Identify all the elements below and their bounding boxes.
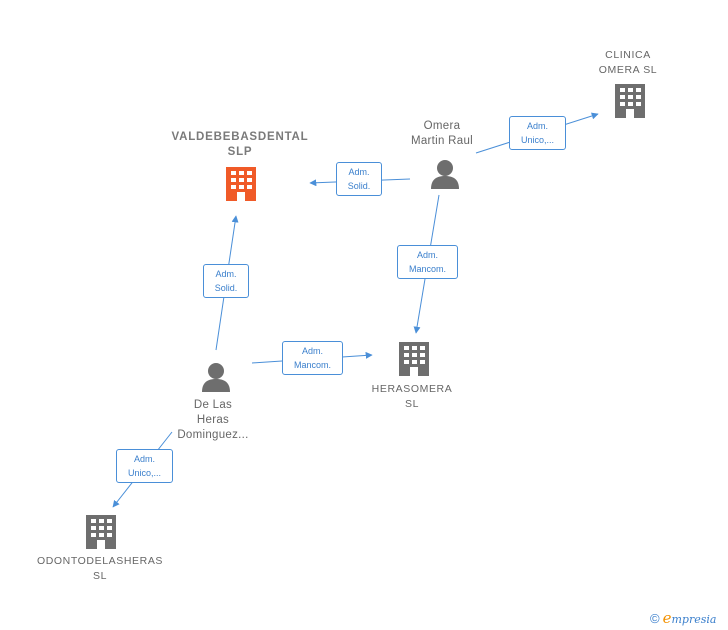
person-icon[interactable] <box>202 363 230 392</box>
edge-label-omera-herasomera[interactable]: Adm. Mancom. <box>397 245 458 279</box>
person-label-delasheras[interactable]: De Las Heras Dominguez... <box>177 399 249 441</box>
copyright-icon: © <box>650 610 660 626</box>
building-icon[interactable] <box>615 84 645 118</box>
logo-text: mpresia <box>671 613 717 626</box>
footer-brand: © empresia <box>650 609 716 627</box>
building-icon[interactable] <box>226 167 256 201</box>
logo-letter: e <box>662 609 672 627</box>
building-icon[interactable] <box>86 515 116 549</box>
building-icon[interactable] <box>399 342 429 376</box>
company-label-valdebebasdental[interactable]: VALDEBEBASDENTAL SLP <box>171 131 309 158</box>
company-label-herasomera[interactable]: HERASOMERA SL <box>371 383 453 410</box>
edge-label-delasheras-odonto[interactable]: Adm. Unico,... <box>116 449 173 483</box>
person-icon[interactable] <box>431 160 459 189</box>
company-label-odontodelasheras[interactable]: ODONTODELASHERAS SL <box>36 555 164 582</box>
edge-label-omera-clinica[interactable]: Adm. Unico,... <box>509 116 566 150</box>
empresia-logo[interactable]: empresia <box>663 609 717 627</box>
edge-label-delasheras-valdebebas[interactable]: Adm. Solid. <box>203 264 249 298</box>
person-label-omera[interactable]: Omera Martin Raul <box>410 120 474 147</box>
edge-label-delasheras-herasomera[interactable]: Adm. Mancom. <box>282 341 343 375</box>
company-label-clinica-omera[interactable]: CLINICA OMERA SL <box>598 49 658 76</box>
edge-label-omera-valdebebas[interactable]: Adm. Solid. <box>336 162 382 196</box>
